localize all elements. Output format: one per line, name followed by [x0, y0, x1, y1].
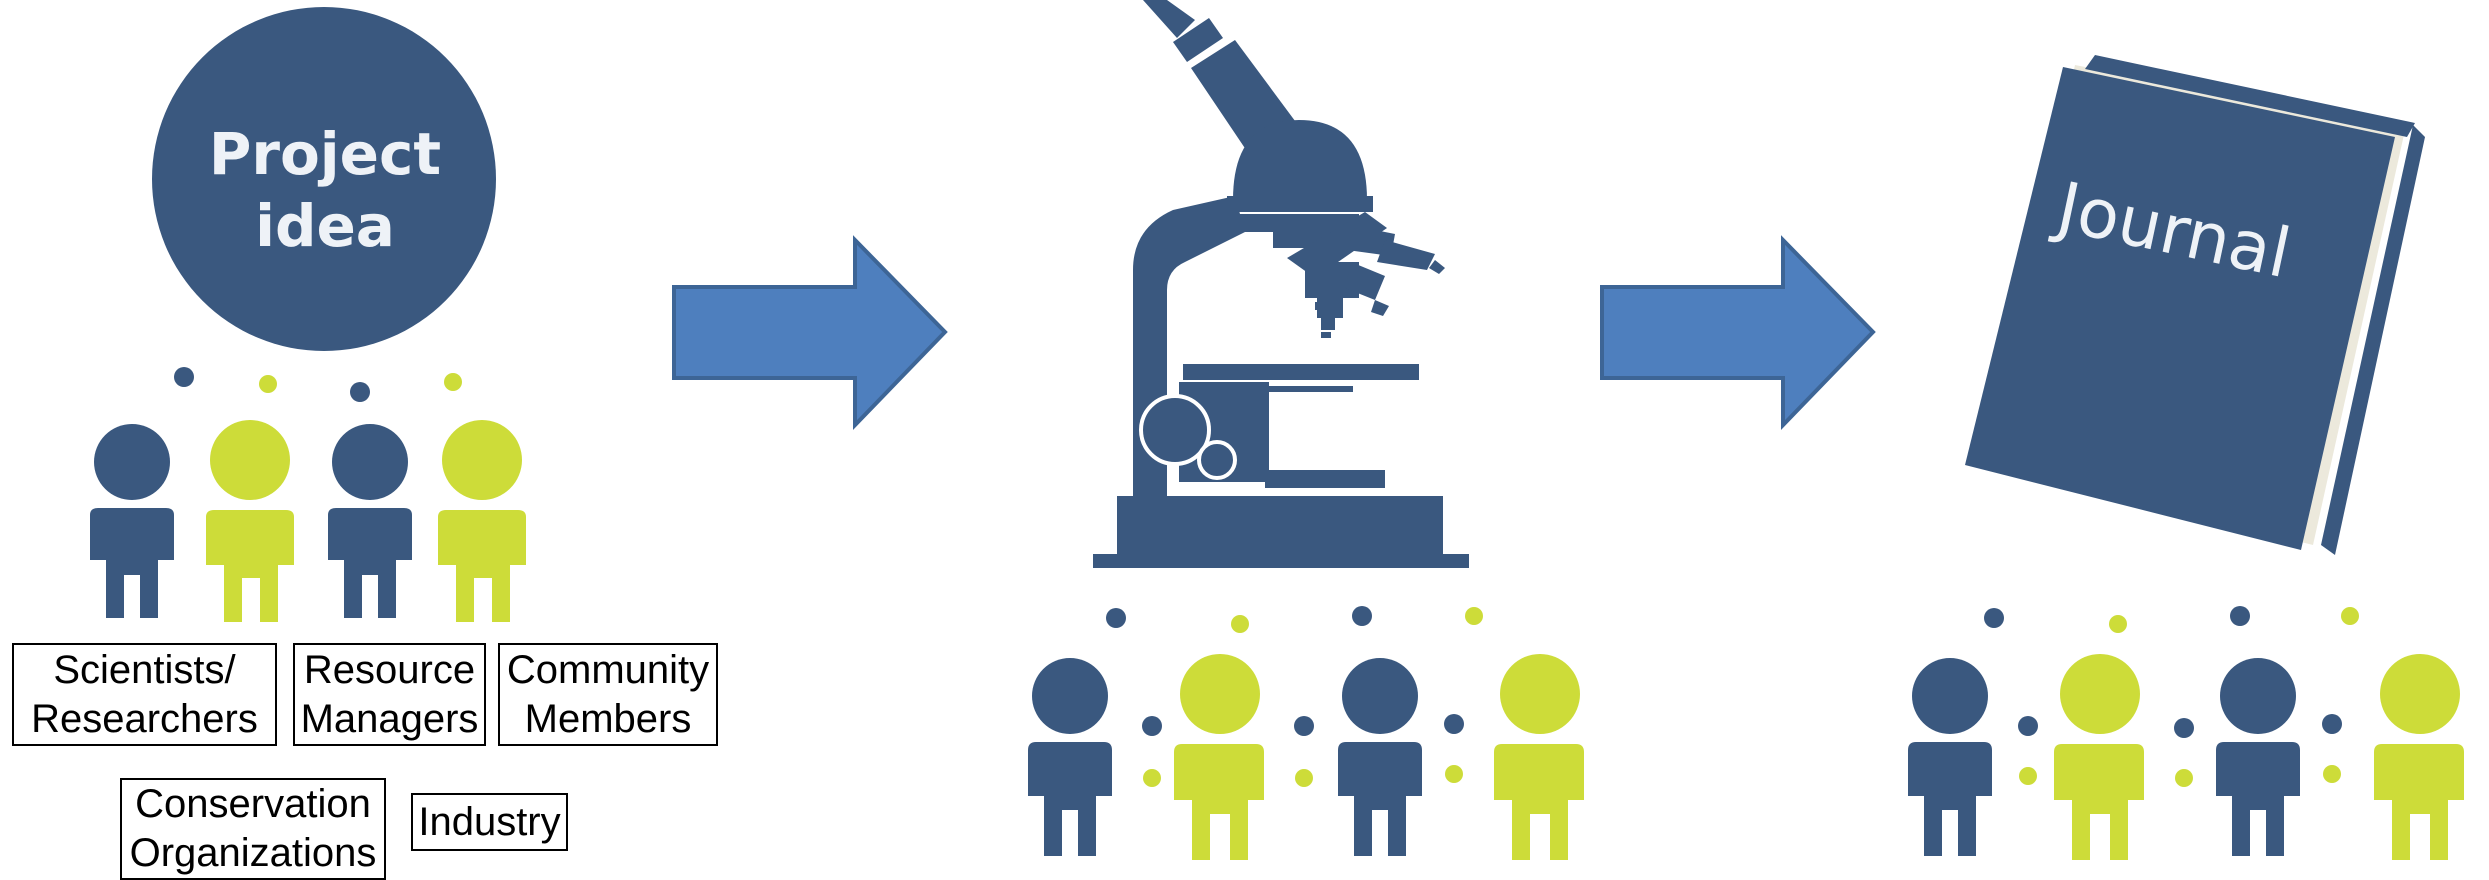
label-community-members: Community Members [498, 643, 718, 746]
label-industry: Industry [411, 793, 568, 851]
people-group-icon [90, 367, 526, 622]
project-idea-circle [152, 7, 496, 351]
label-conservation-organizations: Conservation Organizations [120, 778, 386, 880]
label-managers-line2: Managers [300, 696, 479, 741]
label-conservation-line2: Organizations [129, 831, 377, 875]
right-arrow-icon [672, 235, 948, 430]
project-idea-line2: idea [255, 192, 395, 260]
label-industry-text: Industry [418, 799, 561, 844]
label-managers-line1: Resource [303, 647, 476, 692]
right-arrow-icon [1600, 235, 1876, 430]
label-scientists-researchers: Scientists/ Researchers [12, 643, 277, 746]
label-community-line1: Community [506, 647, 710, 692]
people-group-icon [1908, 606, 2464, 860]
label-community-line2: Members [524, 696, 692, 741]
label-scientists-line2: Researchers [31, 696, 258, 741]
project-idea-line1: Project [208, 120, 442, 188]
journal-book-icon [1965, 55, 2425, 555]
people-group-icon [1028, 606, 1584, 860]
label-resource-managers: Resource Managers [293, 643, 486, 746]
project-idea-label: Project idea [180, 118, 470, 262]
label-conservation-line1: Conservation [135, 782, 371, 826]
microscope-icon [1093, 0, 1469, 568]
label-scientists-line1: Scientists/ [53, 647, 236, 692]
